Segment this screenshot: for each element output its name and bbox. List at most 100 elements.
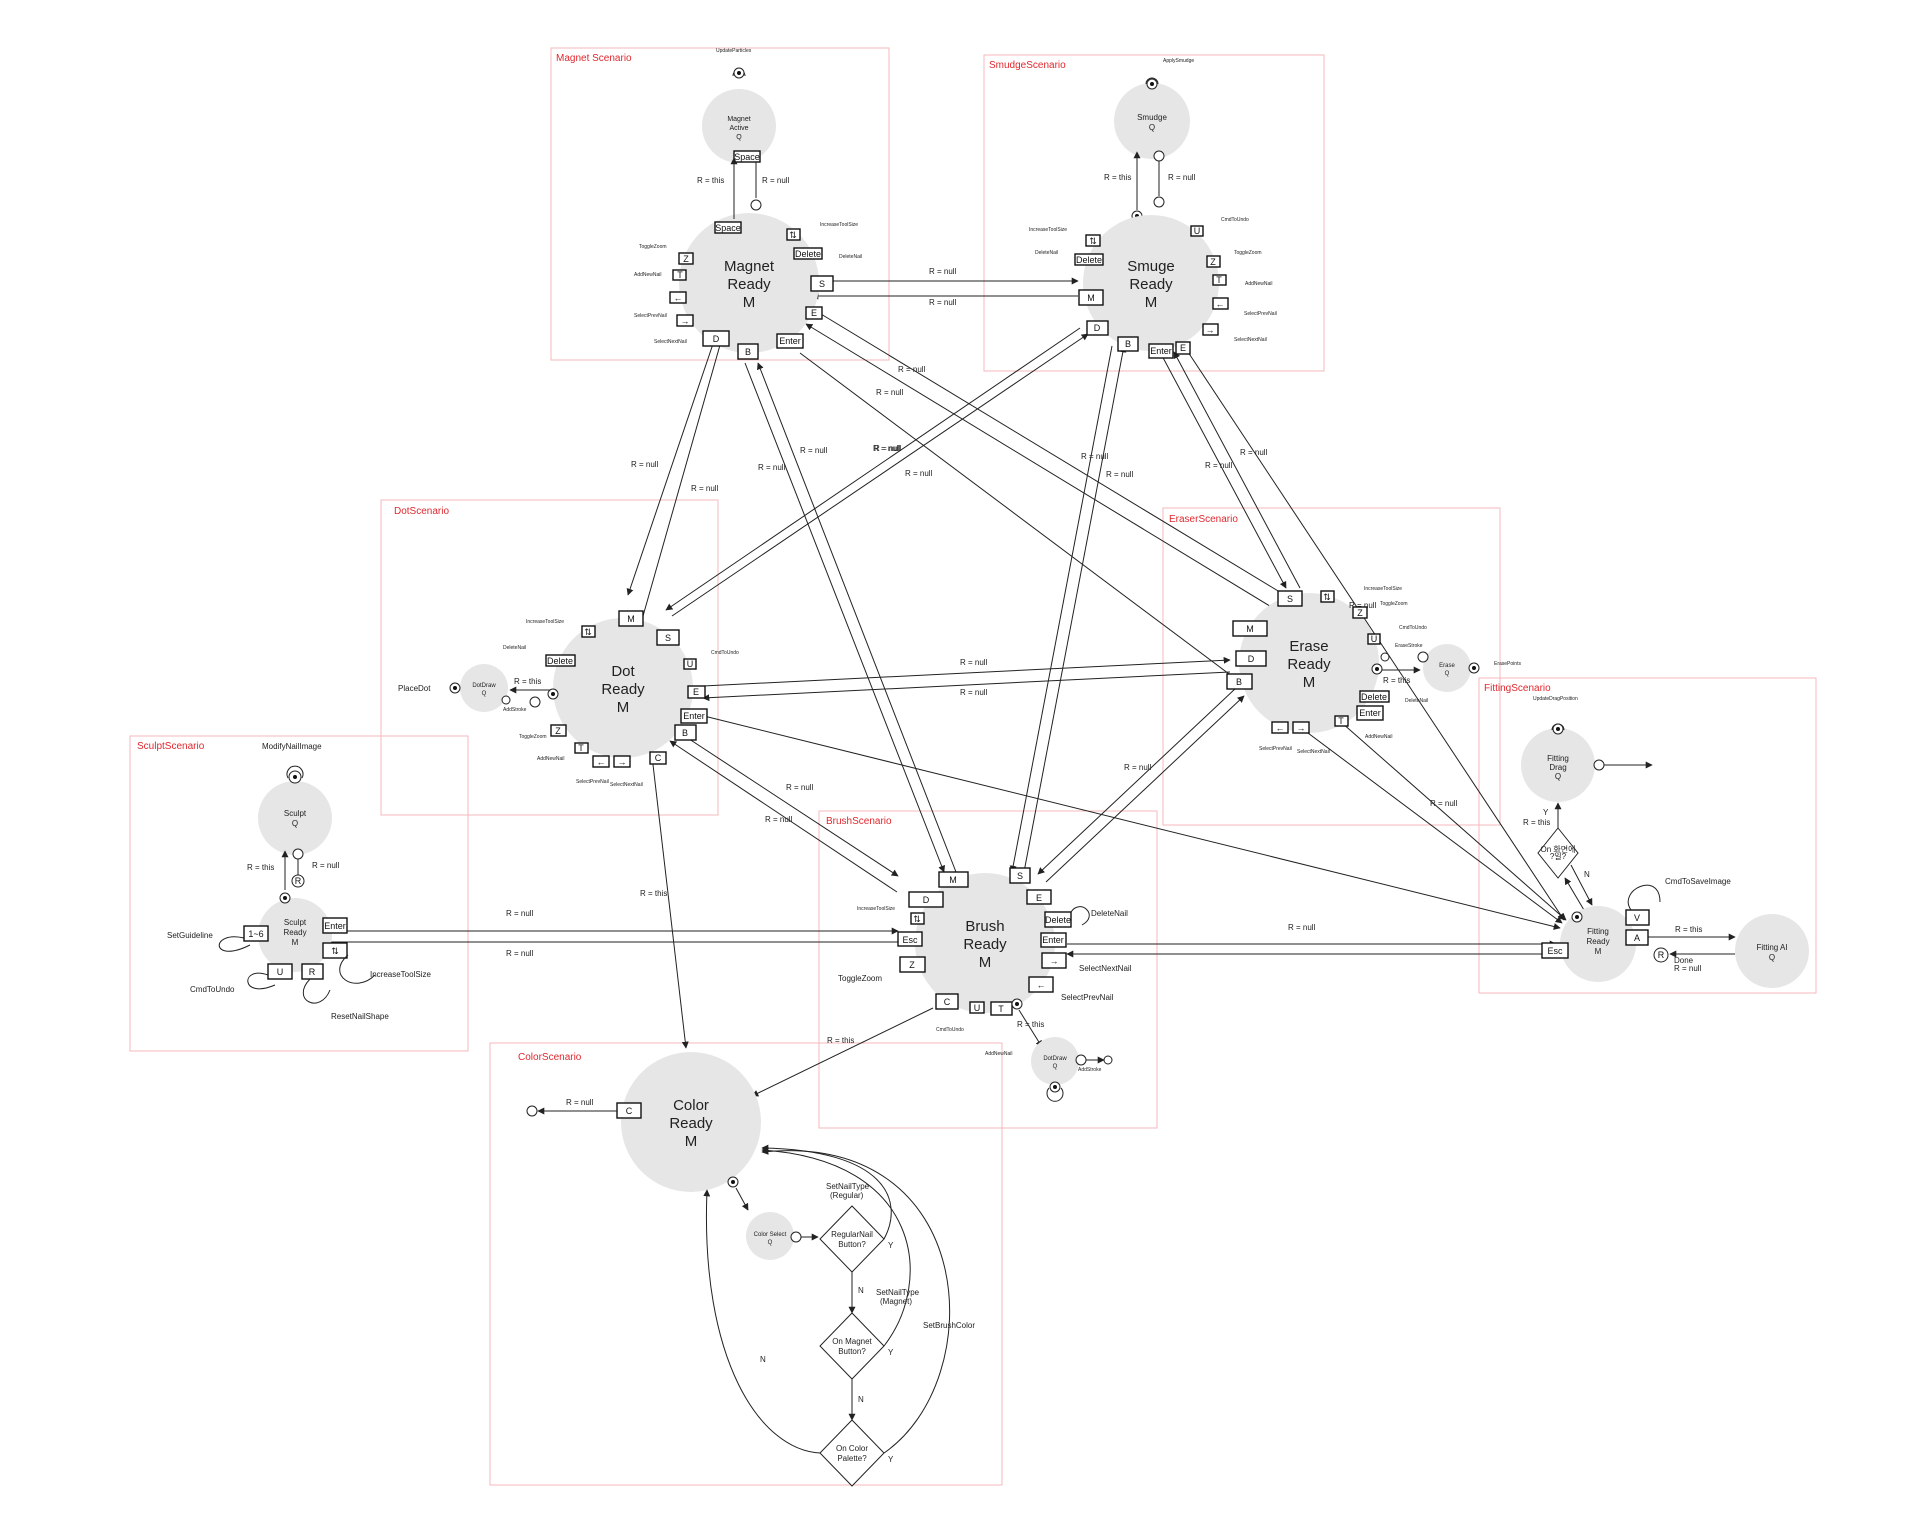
- erase-q-state: Erase Q ErasePoints EraseStroke R = this…: [1349, 601, 1521, 692]
- svg-text:Ready: Ready: [963, 936, 1007, 953]
- zone-fitting-scenario: FittingScenario: [1478, 677, 1817, 994]
- svg-text:R = null: R = null: [960, 688, 988, 697]
- svg-text:T: T: [998, 1004, 1004, 1014]
- svg-text:→: →: [618, 757, 627, 767]
- svg-text:Delete: Delete: [1361, 692, 1387, 702]
- svg-text:CmdToSaveImage: CmdToSaveImage: [1665, 877, 1731, 886]
- svg-text:PlaceDot: PlaceDot: [398, 684, 431, 693]
- svg-text:R: R: [295, 876, 302, 886]
- svg-text:B: B: [682, 728, 688, 738]
- svg-text:←: ←: [674, 293, 683, 303]
- svg-text:R = null: R = null: [506, 949, 534, 958]
- svg-text:Ready: Ready: [727, 276, 771, 293]
- svg-text:Q: Q: [1555, 772, 1561, 781]
- svg-text:R = null: R = null: [1240, 448, 1268, 457]
- svg-text:R = null: R = null: [874, 444, 902, 453]
- zone-eraser-scenario: EraserScenario: [1162, 507, 1501, 826]
- color-select-state: Color Select Q: [746, 1212, 819, 1260]
- svg-text:S: S: [819, 279, 825, 289]
- svg-text:M: M: [979, 954, 992, 971]
- svg-text:ToggleZoom: ToggleZoom: [1380, 601, 1408, 607]
- svg-text:R = this: R = this: [514, 677, 541, 686]
- svg-text:R = null: R = null: [873, 444, 901, 453]
- svg-text:ToggleZoom: ToggleZoom: [519, 734, 547, 740]
- svg-text:Space: Space: [734, 152, 760, 162]
- svg-text:R = null: R = null: [506, 909, 534, 918]
- svg-text:→: →: [1206, 325, 1215, 335]
- svg-text:Y: Y: [888, 1348, 894, 1357]
- svg-text:(Magnet): (Magnet): [880, 1297, 912, 1306]
- svg-text:Y: Y: [1543, 808, 1549, 817]
- fitting-ai-state: Fitting AI Q: [1735, 914, 1809, 988]
- svg-text:B: B: [1125, 339, 1131, 349]
- svg-text:AddNewNail: AddNewNail: [634, 272, 662, 278]
- svg-text:1~6: 1~6: [248, 929, 263, 939]
- brush-keys: D M S E ⇅ IncreaseToolSize Delete Delete…: [838, 867, 1132, 1057]
- svg-text:AddNewNail: AddNewNail: [985, 1051, 1013, 1057]
- svg-text:R = this: R = this: [1017, 1020, 1044, 1029]
- svg-text:Smuge: Smuge: [1127, 258, 1175, 275]
- svg-text:R = null: R = null: [1106, 470, 1134, 479]
- zone-color-scenario: ColorScenario: [489, 1042, 1003, 1486]
- svg-text:CmdToUndo: CmdToUndo: [1221, 217, 1249, 223]
- svg-text:Esc: Esc: [1547, 946, 1563, 956]
- svg-text:AddNewNail: AddNewNail: [537, 756, 565, 762]
- svg-text:R = null: R = null: [1349, 601, 1377, 610]
- svg-text:←: ←: [1276, 723, 1285, 733]
- svg-text:U: U: [1194, 226, 1201, 236]
- svg-text:IncreaseToolSize: IncreaseToolSize: [1029, 227, 1067, 233]
- svg-text:S: S: [665, 633, 671, 643]
- svg-text:Color: Color: [673, 1097, 709, 1114]
- svg-text:Q: Q: [1149, 123, 1155, 132]
- svg-text:SelectNextNail: SelectNextNail: [610, 782, 643, 788]
- svg-text:IncreaseToolSize: IncreaseToolSize: [857, 906, 895, 912]
- svg-text:Sculpt: Sculpt: [284, 809, 307, 818]
- svg-text:Enter: Enter: [1042, 935, 1064, 945]
- svg-text:E: E: [1036, 893, 1042, 903]
- svg-text:⇅: ⇅: [1089, 236, 1097, 246]
- zone-title: FittingScenario: [1484, 683, 1551, 694]
- svg-text:SelectNextNail: SelectNextNail: [1297, 749, 1330, 755]
- svg-text:N: N: [858, 1286, 864, 1295]
- svg-text:DotDraw: DotDraw: [1043, 1056, 1067, 1062]
- svg-text:U: U: [277, 967, 284, 977]
- svg-text:A: A: [1634, 933, 1640, 943]
- svg-text:ToggleZoom: ToggleZoom: [838, 974, 882, 983]
- svg-text:SetNailType: SetNailType: [876, 1288, 920, 1297]
- svg-text:R = this: R = this: [640, 889, 667, 898]
- svg-text:R = null: R = null: [960, 658, 988, 667]
- svg-text:Ready: Ready: [1287, 656, 1331, 673]
- svg-text:R = this: R = this: [1523, 818, 1550, 827]
- svg-text:SelectPrevNail: SelectPrevNail: [634, 313, 667, 319]
- svg-text:R = this: R = this: [247, 863, 274, 872]
- svg-text:D: D: [923, 895, 930, 905]
- svg-text:Magnet: Magnet: [724, 258, 775, 275]
- svg-text:E: E: [811, 308, 817, 318]
- svg-text:D: D: [1248, 654, 1255, 664]
- svg-text:M: M: [949, 875, 957, 885]
- svg-text:R = null: R = null: [1205, 461, 1233, 470]
- fitting-decision: On 화면에 ?일? Y R = this N: [1523, 802, 1593, 911]
- zone-brush-scenario: BrushScenario: [818, 810, 1158, 1129]
- svg-text:Y: Y: [888, 1241, 894, 1250]
- svg-text:R = null: R = null: [876, 388, 904, 397]
- svg-text:R = this: R = this: [827, 1036, 854, 1045]
- svg-text:M: M: [1145, 294, 1158, 311]
- svg-text:AddStroke: AddStroke: [503, 707, 527, 713]
- svg-text:ModifyNailImage: ModifyNailImage: [262, 742, 322, 751]
- svg-text:?일?: ?일?: [1550, 852, 1567, 861]
- svg-text:M: M: [617, 699, 630, 716]
- zone-title: ColorScenario: [518, 1052, 582, 1063]
- svg-text:→: →: [681, 316, 690, 326]
- dot-ready-state: Dot Ready M: [553, 618, 693, 758]
- svg-text:D: D: [1094, 323, 1101, 333]
- erase-ready-state: Erase Ready M: [1239, 593, 1379, 733]
- svg-text:Q: Q: [482, 691, 487, 697]
- svg-text:Space: Space: [715, 223, 741, 233]
- color-decisions: RegularNail Button? On Magnet Button? On…: [703, 1144, 975, 1487]
- svg-text:AddStroke: AddStroke: [1078, 1067, 1102, 1073]
- svg-text:Fitting AI: Fitting AI: [1756, 943, 1787, 952]
- svg-text:ResetNailShape: ResetNailShape: [331, 1012, 389, 1021]
- svg-text:On Color: On Color: [836, 1444, 868, 1453]
- sculpt-ready-state: Sculpt Ready M 1~6 SetGuideline Enter ⇅ …: [167, 892, 431, 1021]
